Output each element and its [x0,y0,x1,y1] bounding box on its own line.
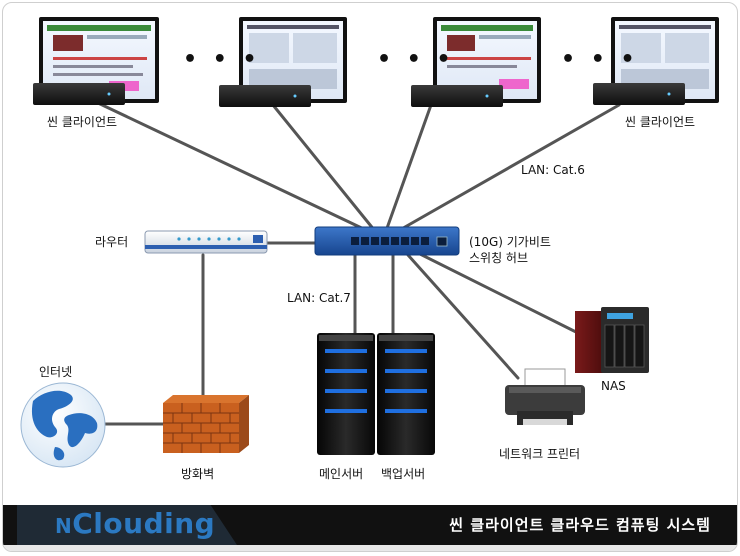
footer-banner: NClouding 씬 클라이언트 클라우드 컴퓨팅 시스템 [3,505,737,551]
router-stripe [145,245,267,249]
firewall-label: 방화벽 [181,467,215,481]
thin-client-box [219,85,311,107]
router[interactable] [144,230,268,254]
thin-client-box [593,83,685,105]
screen-content [293,33,337,63]
switch-label-line2: 스위칭 허브 [469,251,529,265]
printer-paper [524,368,566,388]
power-led [107,92,111,96]
network-diagram [20,17,719,468]
footer-stripe [3,545,737,551]
screen-content [249,33,289,63]
screen-content [479,35,531,39]
more-clients-dots-1: • • • [183,47,261,72]
switch-label-line1: (10G) 기가비트 [469,235,551,249]
screen-content [665,33,709,63]
footer-brand-block [17,505,237,545]
more-clients-dots-2: • • • [377,47,455,72]
cables [96,101,621,426]
server-body [377,333,435,455]
power-led [667,92,671,96]
printer-output [523,419,567,425]
switch-ports [351,237,429,245]
screen-content [621,33,661,63]
power-led [485,94,489,98]
printer-top [509,387,581,393]
cable-client-1 [96,101,370,233]
nas-label: NAS [601,379,626,393]
backup-server[interactable] [377,333,435,455]
cable-client-3 [384,103,433,233]
screen-header [247,25,339,29]
server-bays [385,349,427,413]
router-leds [177,237,241,241]
cable-client-4 [396,103,621,233]
network-printer[interactable] [505,368,585,425]
thin-client-label-left: 씬 클라이언트 [47,115,118,129]
nas-side [575,311,605,373]
server-bays [325,349,367,413]
backup-server-label: 백업서버 [381,467,426,481]
internet-globe[interactable] [20,382,106,468]
screen-header [619,25,711,29]
main-server[interactable] [317,333,375,455]
main-server-label: 메인서버 [319,467,364,481]
lan-cat7-label: LAN: Cat.7 [287,291,351,305]
cable-switch-nas [416,251,580,335]
screen-content [87,35,147,39]
thin-client-label-right: 씬 클라이언트 [625,115,696,129]
power-led [293,94,297,98]
router-label: 라우터 [95,235,129,249]
screen-header [47,25,151,31]
footer-title: 씬 클라이언트 클라우드 컴퓨팅 시스템 [449,516,711,534]
thin-client-3[interactable] [411,17,541,107]
screen-content [53,57,147,60]
firewall-side [239,395,249,453]
brand-logo: NClouding [55,507,215,540]
switch-uplink [436,236,448,247]
gigabit-switch[interactable] [314,226,460,256]
lan-cat6-label: LAN: Cat.6 [521,163,585,177]
screen-content [53,73,143,76]
thin-client-box [411,85,503,107]
server-top [319,335,373,341]
nas-bays [604,324,645,368]
screen-content [53,65,133,68]
brick-lines [163,403,239,453]
firewall-top [163,395,249,403]
screen-header [441,25,533,31]
router-port [253,235,263,243]
cable-switch-printer [406,253,520,380]
internet-label: 인터넷 [39,365,73,379]
globe-continents [31,390,98,461]
thin-client-1[interactable] [33,17,159,105]
screen-content [447,65,517,68]
screen-content [249,69,337,89]
router-body [144,230,268,254]
more-clients-dots-3: • • • [561,47,639,72]
thin-client-box [33,83,125,105]
brand-name: Clouding [72,507,216,540]
server-body [317,333,375,455]
thin-client-2[interactable] [219,17,347,107]
screen-banner [53,35,83,51]
network-printer-label: 네트워크 프린터 [499,447,581,461]
server-top [379,335,433,341]
cable-client-2 [271,103,377,233]
screen-banner [447,35,475,51]
nas-device[interactable] [575,307,649,373]
screen-content [447,57,531,60]
nas-display [607,313,633,319]
brand-prefix: N [55,514,73,538]
thin-client-4[interactable] [593,17,719,105]
screen-content [499,79,529,89]
firewall[interactable] [163,395,249,453]
